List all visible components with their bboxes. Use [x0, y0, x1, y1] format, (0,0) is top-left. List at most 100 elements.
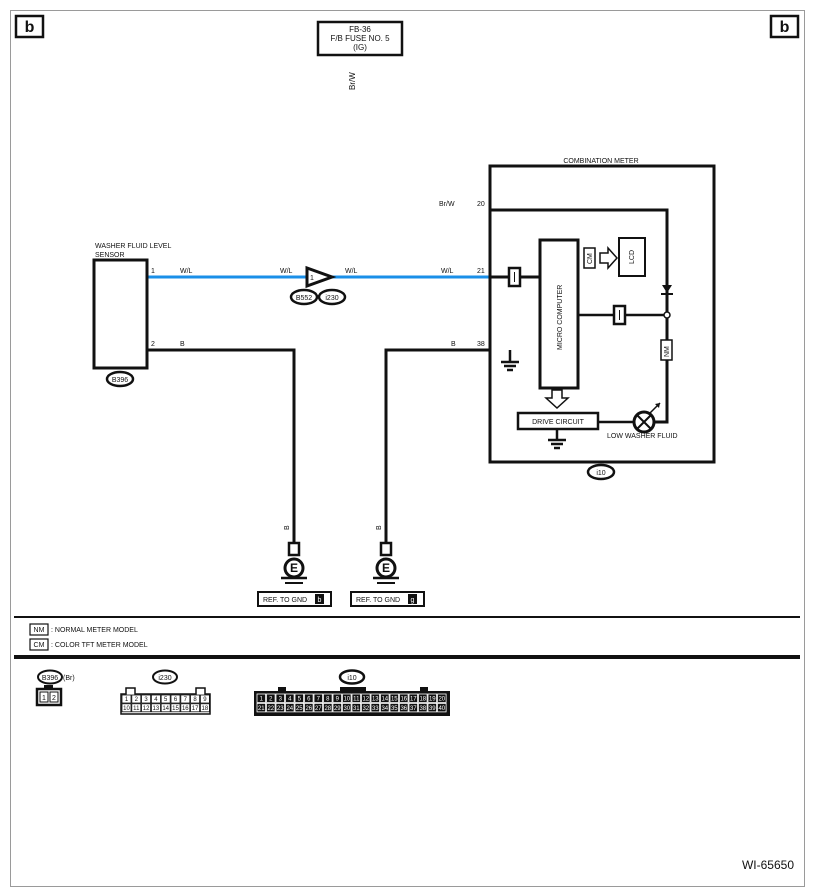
i10-pin-9: 9	[336, 697, 340, 703]
washer-fluid-level-sensor	[92, 258, 149, 370]
i10-pin-32: 32	[362, 706, 369, 712]
i10-pin-11: 11	[353, 697, 360, 703]
micro-computer-label: MICRO COMPUTER	[557, 285, 564, 350]
i10-pin-8: 8	[326, 697, 330, 703]
i10-pin-cell	[266, 693, 276, 703]
connector-tag-b396: B396	[105, 370, 135, 388]
i10-pin-5: 5	[298, 697, 302, 703]
i230-pin-cell	[131, 694, 142, 704]
i10-pin-cell	[399, 693, 409, 703]
i10-pin-26: 26	[305, 706, 312, 712]
i10-pin-cell	[313, 693, 324, 703]
i10-pin-7: 7	[317, 697, 321, 703]
i10-pin-38: 38	[419, 706, 426, 712]
diagram-frame	[10, 10, 805, 887]
ground-terminal-1-tag: b	[318, 597, 322, 604]
connector-tag-i10: i10	[586, 463, 616, 481]
ground-symbol-drive	[548, 438, 566, 450]
meter-pin20-wire: Br/W	[439, 201, 455, 208]
i230-pin-cell	[121, 703, 132, 713]
nm-tag-text: NM	[664, 346, 671, 357]
i10-pin-21: 21	[258, 706, 265, 712]
i10-pin-18: 18	[419, 697, 426, 703]
lcd-block	[618, 237, 646, 277]
i10-pin-cell	[418, 693, 428, 703]
connector-tag-i10-text: i10	[596, 470, 605, 477]
i10-pin-cell	[285, 693, 295, 703]
i230-pin-cell	[190, 694, 201, 704]
drive-arrow-icon	[544, 389, 570, 410]
i230-pin-cell	[199, 703, 210, 713]
legend-item-nm: NM : NORMAL METER MODEL	[29, 623, 138, 636]
i10-pin-29: 29	[334, 706, 341, 712]
lcd-arrow-icon	[599, 246, 619, 270]
sensor-pin2-wire: B	[180, 341, 185, 348]
fuse-line3: (IG)	[353, 43, 367, 52]
legend-item-cm: CM : COLOR TFT METER MODEL	[29, 638, 148, 651]
i230-pin-cell	[170, 694, 181, 704]
i10-pin-40: 40	[438, 706, 445, 712]
i10-pin-33: 33	[372, 706, 379, 712]
i10-pin-cell	[427, 693, 438, 703]
i10-pin-cell	[332, 703, 343, 713]
corner-mark-right-text: b	[780, 19, 790, 36]
i10-pin-cell	[351, 693, 362, 703]
i10-pin-12: 12	[362, 697, 369, 703]
junction-wire-in: W/L	[280, 268, 293, 275]
i10-pin-cell	[342, 703, 352, 713]
connector-view-b396-name: B396	[42, 675, 58, 682]
meter-pin20: 20	[477, 201, 485, 208]
i230-pin-cell	[180, 694, 191, 704]
ground-terminal-1: B E REF. TO GND b	[257, 525, 332, 607]
i10-pin-3: 3	[279, 697, 283, 703]
junction-connector-symbol: 1	[305, 265, 337, 289]
connector-tag-i230: i230	[317, 288, 347, 306]
i10-pin-cell	[294, 693, 305, 703]
i10-pin-cell	[304, 693, 314, 703]
i10-pin-4: 4	[288, 697, 292, 703]
i10-pin-15: 15	[391, 697, 398, 703]
i10-pin-cell	[294, 703, 305, 713]
i10-pin-37: 37	[410, 706, 417, 712]
fuse-wire-color: Br/W	[348, 72, 357, 90]
junction-node	[663, 311, 671, 319]
b396-pin-2: 2	[52, 695, 56, 702]
sensor-pin1-wire: W/L	[180, 268, 193, 275]
i10-pin-cell	[408, 693, 419, 703]
i10-pin-cell	[427, 703, 438, 713]
i10-pin-cell	[437, 693, 447, 703]
i10-pin-cell	[275, 693, 286, 703]
i10-pin-cell	[285, 703, 295, 713]
i10-pin-cell	[342, 693, 352, 703]
i10-pin-30: 30	[343, 706, 350, 712]
i10-pin-1: 1	[260, 697, 264, 703]
micro-computer-block	[538, 238, 580, 390]
i10-pin-cell	[351, 703, 362, 713]
i10-pin-cell	[370, 703, 381, 713]
i230-pin-cell	[170, 703, 181, 713]
i10-pin-22: 22	[267, 706, 274, 712]
ground-terminal-2-tag: g	[411, 597, 415, 604]
junction-pin: 1	[310, 275, 314, 282]
i10-pin-cell	[332, 693, 343, 703]
i10-pin-13: 13	[372, 697, 379, 703]
i10-pin-25: 25	[296, 706, 303, 712]
low-washer-fluid-label: LOW WASHER FLUID	[607, 433, 678, 440]
lcd-label: LCD	[629, 250, 636, 264]
sensor-label-line2: SENSOR	[95, 252, 125, 259]
i10-pin-19: 19	[429, 697, 436, 703]
i230-pin-15: 15	[172, 706, 179, 712]
connector-tag-b552: B552	[289, 288, 319, 306]
connector-view-b396-color: (Br)	[63, 675, 75, 682]
i230-pin-cell	[160, 694, 171, 704]
connector-view-b396: B396 (Br) 1 2	[35, 669, 75, 707]
i10-pin-cell	[389, 693, 400, 703]
i230-pin-3: 3	[144, 697, 148, 703]
i10-pin-cell	[256, 693, 267, 703]
i10-pin-24: 24	[286, 706, 293, 712]
i10-pin-35: 35	[391, 706, 398, 712]
i10-pin-cell	[408, 703, 419, 713]
meter-pin21-wire: W/L	[441, 268, 454, 275]
